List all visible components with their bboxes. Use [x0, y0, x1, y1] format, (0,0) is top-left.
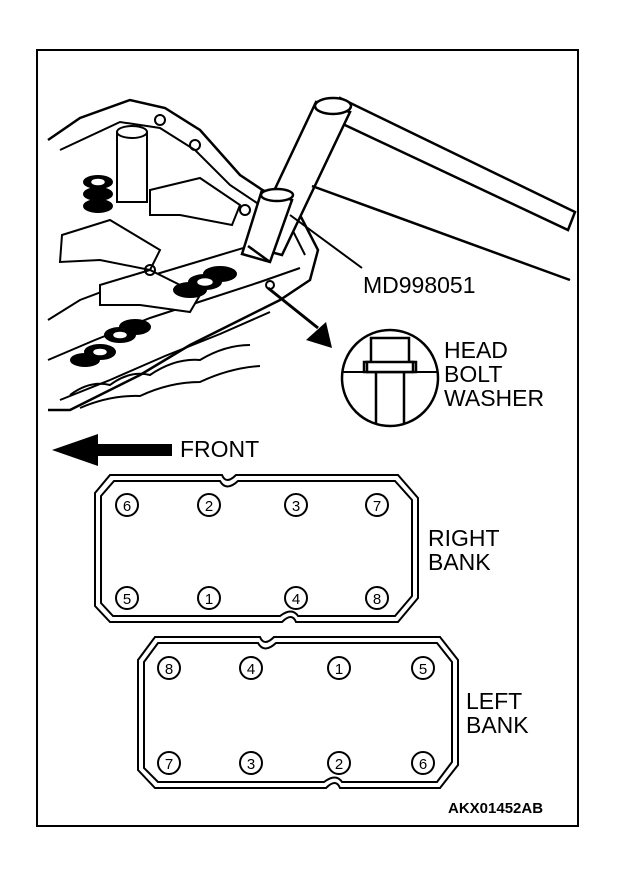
callout-label-line1: HEAD	[444, 337, 508, 363]
front-label: FRONT	[180, 436, 260, 462]
right-bank-bolt-number: 3	[292, 498, 300, 515]
right-bank-bolt-number: 2	[205, 498, 213, 515]
left-bank-bolt-number: 4	[247, 661, 255, 678]
left-bank-bolt-number: 3	[247, 756, 255, 773]
left-bank-bolt-number: 1	[335, 661, 343, 678]
callout-label-line2: BOLT	[444, 361, 503, 387]
right-bank-bolt-number: 7	[373, 498, 381, 515]
engine-illustration	[47, 98, 320, 412]
right-bank-bolt-number: 6	[123, 498, 131, 515]
left-bank-label-line1: LEFT	[466, 688, 523, 714]
right-bank-outline	[94, 474, 419, 623]
left-bank-bolt-number: 7	[165, 756, 173, 773]
tool-leader-line	[289, 214, 363, 269]
left-bank-bolt-number: 6	[419, 756, 427, 773]
figure-code: AKX01452AB	[448, 800, 544, 817]
right-bank-label-line2: BANK	[428, 549, 491, 575]
wrench-tool-icon	[240, 96, 577, 282]
head-bolt-washer-detail	[340, 328, 440, 428]
left-bank-bolt-number: 5	[419, 661, 427, 678]
callout-arrow-icon	[267, 286, 332, 348]
tool-label: MD998051	[363, 272, 476, 298]
left-bank-outline	[137, 636, 459, 789]
right-bank-label-line1: RIGHT	[428, 525, 500, 551]
figure-frame	[36, 49, 579, 827]
front-arrow-icon	[52, 434, 172, 466]
right-bank-bolt-number: 5	[123, 591, 131, 608]
left-bank-bolt-number: 8	[165, 661, 173, 678]
left-bank-label-line2: BANK	[466, 712, 529, 738]
right-bank-bolt-number: 4	[292, 591, 300, 608]
left-bank-bolt-number: 2	[335, 756, 343, 773]
right-bank-bolt-number: 8	[373, 591, 381, 608]
right-bank-bolt-number: 1	[205, 591, 213, 608]
callout-label-line3: WASHER	[444, 385, 545, 411]
